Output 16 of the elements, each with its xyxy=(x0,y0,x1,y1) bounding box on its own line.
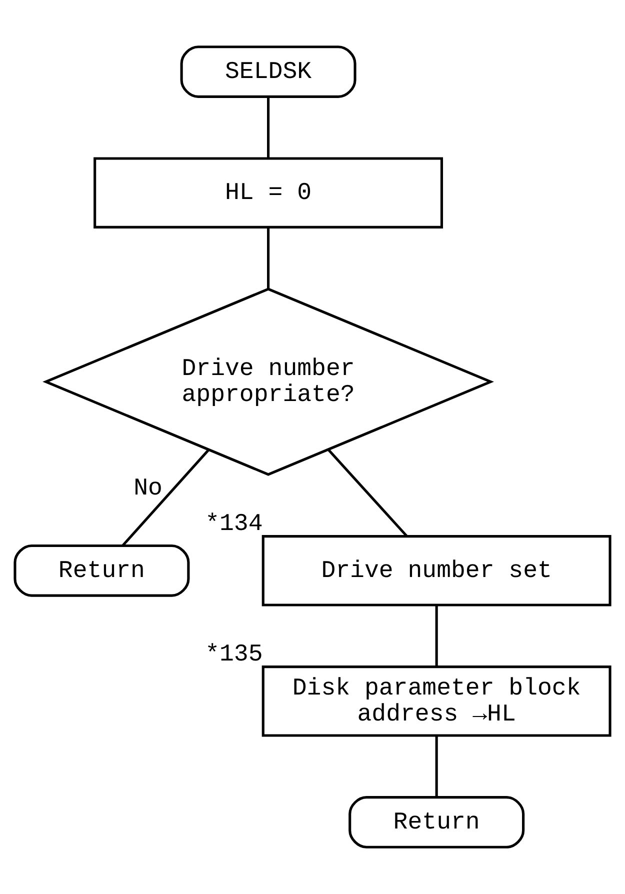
node-box: HL = 0 xyxy=(94,157,444,228)
node-box: Disk parameter block address →HL xyxy=(262,666,612,737)
connector xyxy=(328,449,408,538)
node-label: *134 xyxy=(205,510,263,538)
node-label: *135 xyxy=(205,641,263,668)
node-box: Return xyxy=(14,544,190,597)
connector xyxy=(435,605,438,666)
connector xyxy=(122,449,210,546)
connector xyxy=(267,96,270,158)
edge-label: No xyxy=(134,476,162,503)
node-diamond: Drive number appropriate? xyxy=(42,288,494,476)
node-box: Drive number set xyxy=(262,535,612,606)
node-box: Return xyxy=(348,796,525,848)
node-box: SELDSK xyxy=(180,46,356,98)
connector xyxy=(267,227,270,289)
connector xyxy=(435,736,438,798)
